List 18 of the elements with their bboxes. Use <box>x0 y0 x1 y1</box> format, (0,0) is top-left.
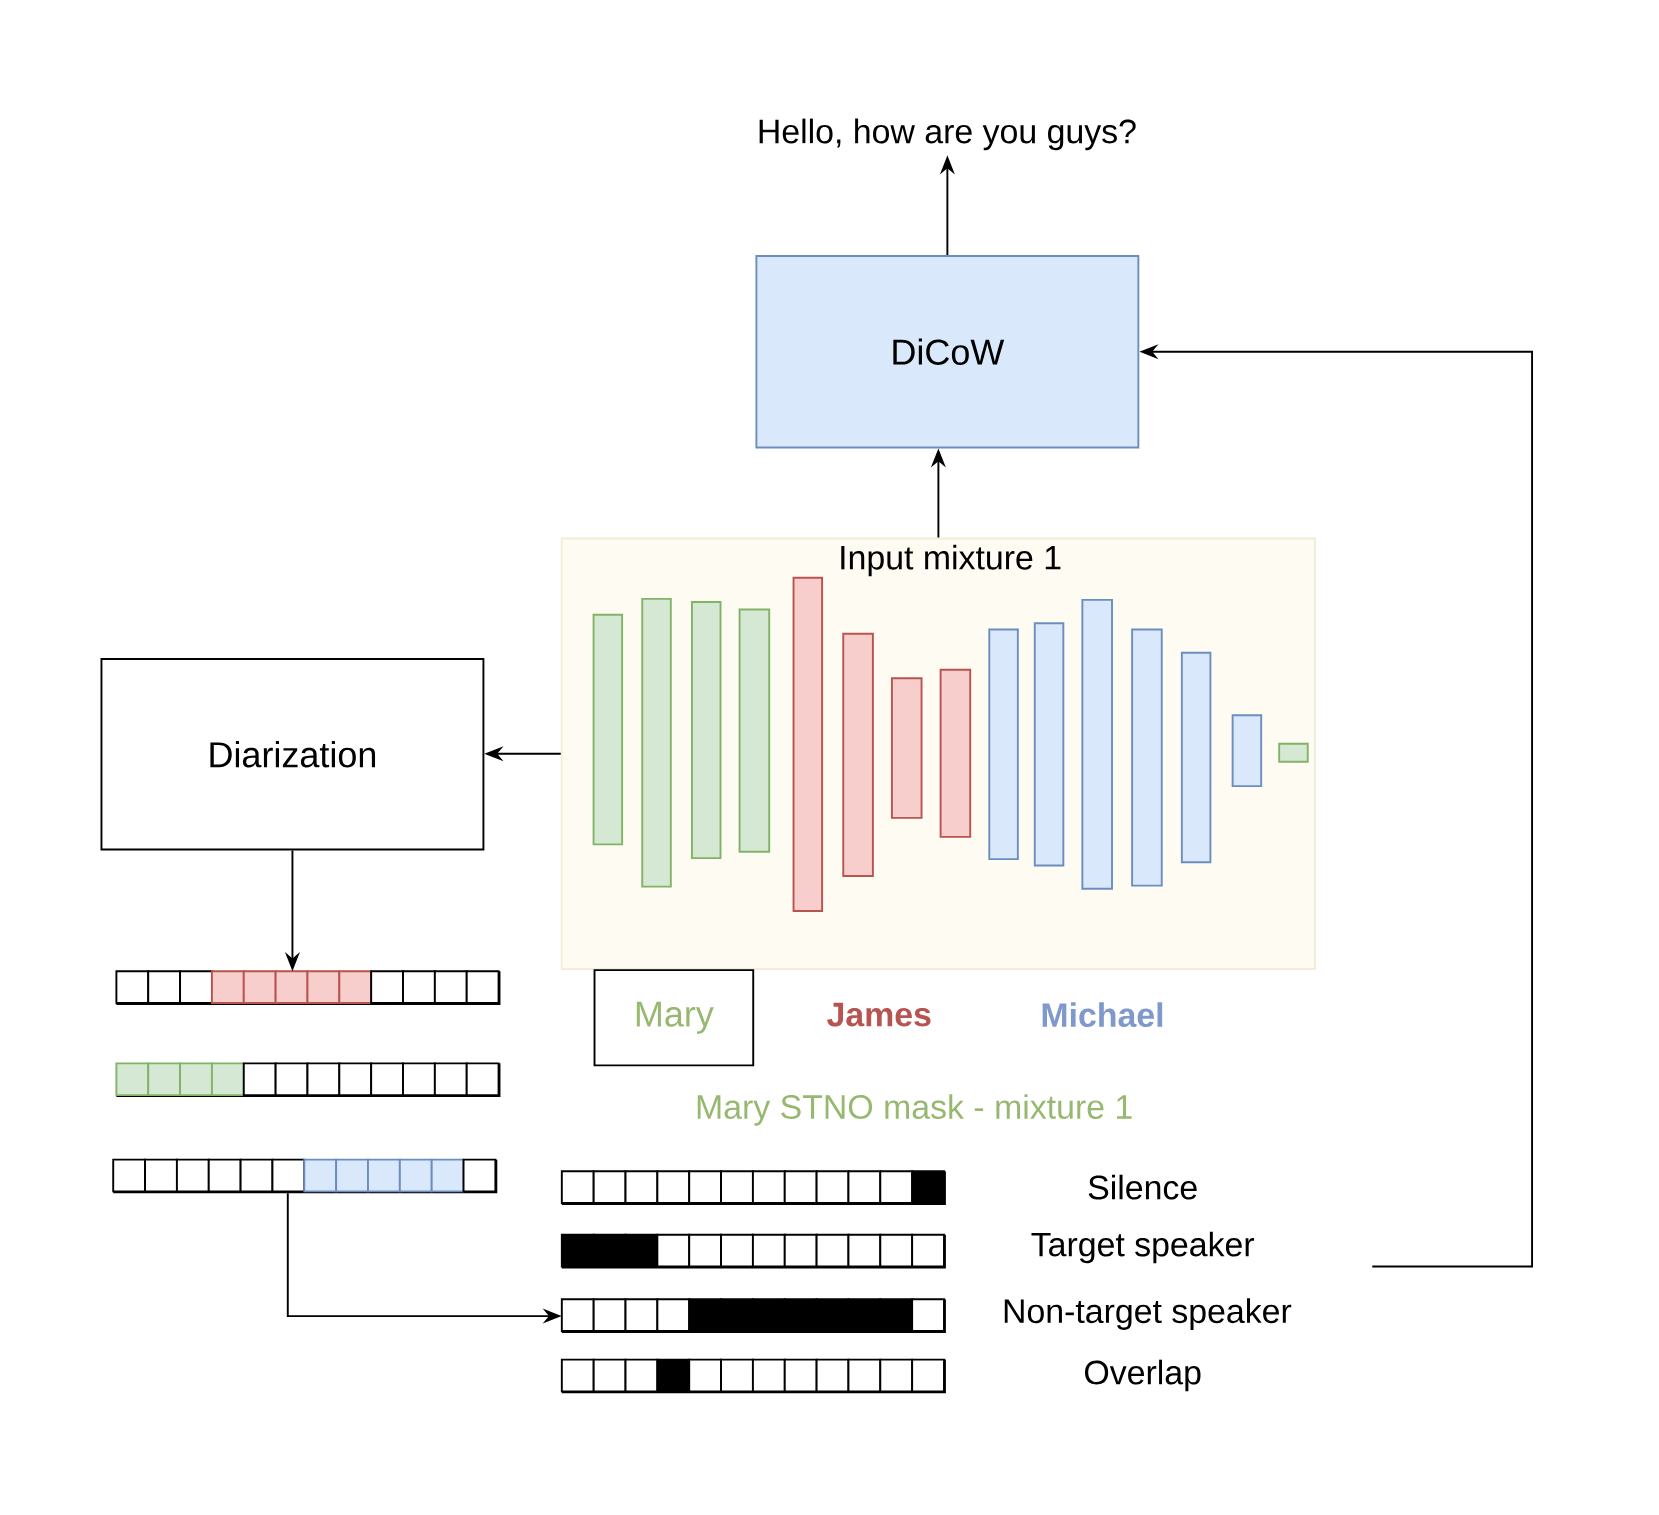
strip-label: Silence <box>1088 1174 1197 1200</box>
speaker-name: Michael <box>1042 1002 1163 1028</box>
output-text: Hello, how are you guys? <box>759 118 1136 151</box>
mask-strip <box>115 970 501 1005</box>
mask-strip <box>115 1062 501 1097</box>
strip-label: Overlap <box>1085 1359 1201 1392</box>
speaker-name: James <box>827 1002 931 1027</box>
process-box: DiCoW <box>755 254 1140 449</box>
mask-strip <box>560 1298 946 1333</box>
mask-strip <box>112 1158 498 1194</box>
mask-strip <box>560 1358 946 1394</box>
label-box: Mary <box>593 969 755 1067</box>
strip-label: Target speaker <box>1031 1231 1255 1264</box>
process-box: Diarization <box>100 658 485 851</box>
mask-strip <box>560 1233 946 1269</box>
mask-title: Mary STNO mask - mixture 1 <box>697 1094 1132 1126</box>
strip-label: Non-target speaker <box>1004 1298 1292 1330</box>
mask-strip <box>560 1170 946 1205</box>
